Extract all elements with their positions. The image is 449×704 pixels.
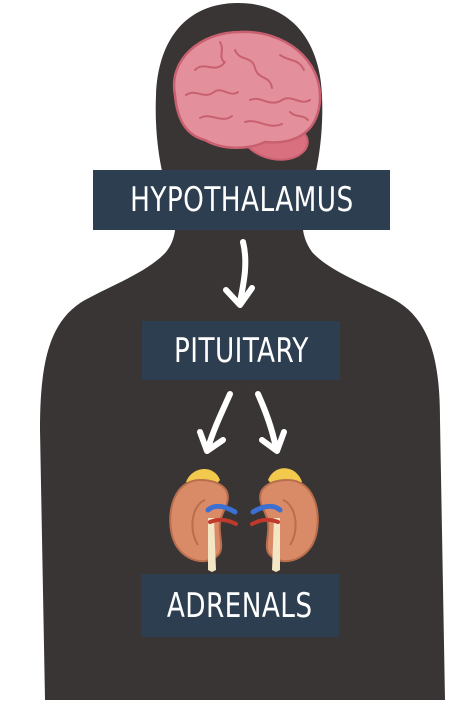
pituitary-label-text: PITUITARY <box>174 331 309 371</box>
pituitary-label: PITUITARY <box>142 321 340 380</box>
cerebrum <box>174 32 320 148</box>
adrenals-label-text: ADRENALS <box>167 586 313 626</box>
adrenals-label: ADRENALS <box>141 574 339 637</box>
hypothalamus-label-text: HYPOTHALAMUS <box>130 180 353 220</box>
hypothalamus-label: HYPOTHALAMUS <box>93 170 390 230</box>
